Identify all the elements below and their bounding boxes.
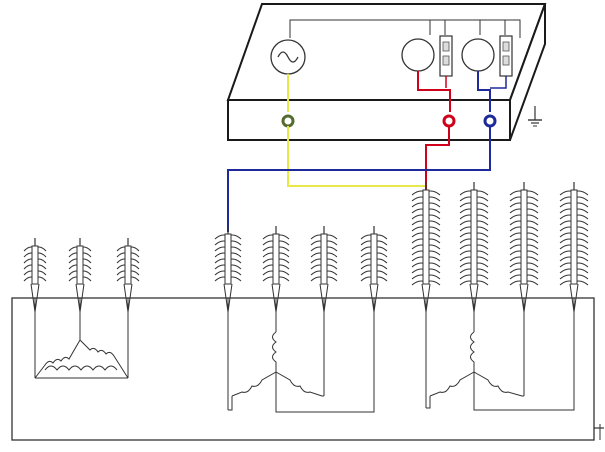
instrument-front-face	[227, 99, 511, 141]
shunt-resistor-2-icon	[499, 35, 513, 77]
zigzag-winding-2	[425, 298, 575, 411]
transformer-tank	[11, 297, 604, 441]
meter-2-terminal	[483, 114, 497, 128]
bushings	[23, 182, 589, 313]
ac-source-icon	[270, 39, 306, 75]
bushing-icon	[459, 182, 489, 313]
delta-winding	[34, 298, 129, 379]
bushing-icon	[509, 182, 539, 313]
meter-1-icon	[401, 38, 435, 72]
meter-1-terminal	[442, 114, 456, 128]
instrument-side-face	[509, 3, 546, 141]
blue-lead	[227, 126, 491, 232]
bushing-icon	[310, 226, 338, 313]
shunt-resistor-1-icon	[439, 35, 453, 77]
test-leads	[227, 126, 491, 232]
bushing-icon	[214, 226, 242, 313]
zigzag-winding-1	[227, 298, 375, 413]
bushing-icon	[411, 182, 441, 313]
ground-icon	[528, 106, 542, 127]
source-terminal	[281, 114, 295, 128]
meter-2-icon	[461, 38, 495, 72]
test-instrument	[226, 3, 547, 141]
bushing-icon	[360, 226, 388, 313]
bushing-icon	[262, 226, 290, 313]
bushing-icon	[559, 182, 589, 313]
